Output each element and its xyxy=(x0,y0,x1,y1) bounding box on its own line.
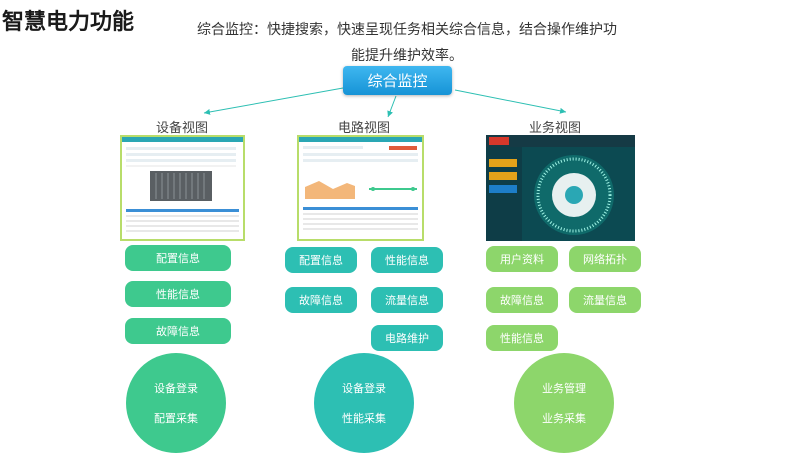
device-fault-info-button[interactable]: 故障信息 xyxy=(125,318,231,344)
config-collection-label: 配置采集 xyxy=(154,410,198,426)
circuit-config-info-button[interactable]: 配置信息 xyxy=(285,247,357,273)
circuit-traffic-info-button[interactable]: 流量信息 xyxy=(371,287,443,313)
connector-business xyxy=(455,90,566,112)
business-topology-button[interactable]: 网络拓扑 xyxy=(569,246,641,272)
business-view-label: 业务视图 xyxy=(529,117,581,136)
circuit-performance-info-button[interactable]: 性能信息 xyxy=(371,247,443,273)
device-collection-circle: 设备登录 配置采集 xyxy=(126,353,226,453)
performance-collection-label: 性能采集 xyxy=(342,410,386,426)
device-login-label: 设备登录 xyxy=(154,380,198,396)
business-view-screenshot xyxy=(486,135,635,241)
business-user-profile-button[interactable]: 用户资料 xyxy=(486,246,558,272)
business-performance-info-button[interactable]: 性能信息 xyxy=(486,325,558,351)
device-performance-info-button[interactable]: 性能信息 xyxy=(125,281,231,307)
circuit-fault-info-button[interactable]: 故障信息 xyxy=(285,287,357,313)
circuit-view-screenshot xyxy=(297,135,424,241)
circuit-maintenance-button[interactable]: 电路维护 xyxy=(371,325,443,351)
connector-circuit xyxy=(388,96,396,117)
connector-device xyxy=(204,88,343,113)
business-collection-label: 业务采集 xyxy=(542,410,586,426)
circuit-collection-circle: 设备登录 性能采集 xyxy=(314,353,414,453)
device-view-label: 设备视图 xyxy=(156,117,208,136)
business-management-label: 业务管理 xyxy=(542,380,586,396)
comprehensive-monitor-box[interactable]: 综合监控 xyxy=(343,66,452,95)
business-fault-info-button[interactable]: 故障信息 xyxy=(486,287,558,313)
circuit-view-label: 电路视图 xyxy=(338,117,390,136)
device-config-info-button[interactable]: 配置信息 xyxy=(125,245,231,271)
device-view-screenshot xyxy=(120,135,245,241)
business-collection-circle: 业务管理 业务采集 xyxy=(514,353,614,453)
device-login-label: 设备登录 xyxy=(342,380,386,396)
business-traffic-info-button[interactable]: 流量信息 xyxy=(569,287,641,313)
